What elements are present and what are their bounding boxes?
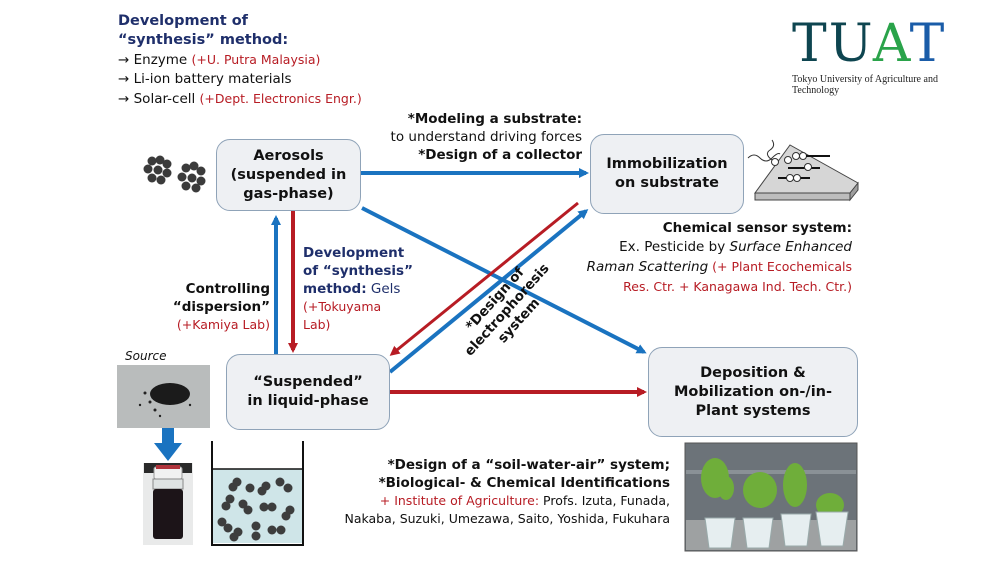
- bottom-line2: *Biological- & Chemical Identifications: [378, 475, 670, 491]
- logo-letter: A: [872, 14, 910, 74]
- bottom-line3: + Institute of Agriculture: Profs. Izuta…: [325, 492, 670, 510]
- gels-line3: method: Gels: [303, 280, 423, 298]
- synthesis-gels-annotation: Development of “synthesis” method: Gels …: [303, 244, 423, 334]
- substrate-sensor-icon: [747, 139, 859, 202]
- aerosols-box: Aerosols (suspended in gas-phase): [216, 139, 361, 211]
- controlling-annotation: Controlling “dispersion” (+Kamiya Lab): [160, 280, 270, 334]
- box-line: Deposition &: [700, 364, 806, 381]
- item-partner: (+U. Putra Malaysia): [191, 52, 321, 67]
- item-text: Enzyme: [133, 52, 192, 68]
- modeling-annotation: *Modeling a substrate: to understand dri…: [370, 110, 582, 164]
- arrow-icon: →: [118, 52, 130, 68]
- box-line: Immobilization: [606, 156, 728, 172]
- box-line: Aerosols: [253, 147, 324, 164]
- soil-water-air-annotation: *Design of a “soil-water-air” system; *B…: [325, 456, 670, 528]
- bottom-line4: Nakaba, Suzuki, Umezawa, Saito, Yoshida,…: [344, 511, 670, 526]
- gels-partner: (+Tokuyama: [303, 299, 382, 314]
- sensor-line2: Raman Scattering (+ Plant Ecochemicals: [560, 257, 852, 277]
- gels-line2: of “synthesis”: [303, 263, 413, 279]
- box-line: Mobilization on-/in-: [673, 383, 833, 400]
- plants-photo: [684, 442, 858, 552]
- arrow-icon: →: [118, 71, 130, 87]
- immobilization-box: Immobilization on substrate: [590, 134, 744, 214]
- controlling-line2: “dispersion”: [172, 299, 270, 315]
- arrow-immobilization-to-suspended: [389, 201, 579, 356]
- source-label: Source: [125, 349, 167, 363]
- sensor-partner: Res. Ctr. + Kanagawa Ind. Tech. Ctr.): [623, 279, 852, 294]
- modeling-line3: *Design of a collector: [418, 147, 582, 163]
- sensor-line1: Ex. Pesticide by Surface Enhanced: [560, 238, 852, 257]
- synthesis-heading-line1: Development of: [118, 13, 248, 29]
- bottom-partner: Institute of Agriculture:: [394, 493, 540, 508]
- controlling-line1: Controlling: [185, 281, 270, 297]
- arrow-icon: →: [118, 91, 130, 107]
- tuat-logo: TUAT Tokyo University of Agriculture and…: [792, 16, 982, 100]
- logo-letter: T: [909, 14, 947, 74]
- sensor-text: Ex. Pesticide by: [619, 239, 730, 255]
- synthesis-item: → Enzyme (+U. Putra Malaysia): [118, 50, 362, 70]
- bottom-plus: +: [379, 493, 395, 508]
- bottom-profs: Profs. Izuta, Funada,: [539, 493, 670, 508]
- synthesis-item: → Li-ion battery materials: [118, 70, 362, 89]
- logo-subtitle: Tokyo University of Agriculture and Tech…: [792, 74, 938, 96]
- box-line: gas-phase): [243, 185, 334, 202]
- beaker-dispersion-icon: [211, 441, 304, 546]
- box-line: “Suspended”: [253, 374, 363, 390]
- modeling-line1: *Modeling a substrate:: [407, 111, 582, 127]
- gels-rest: Gels: [366, 281, 401, 297]
- box-line: on substrate: [615, 175, 719, 191]
- box-line: (suspended in: [230, 166, 347, 183]
- synthesis-item: → Solar-cell (+Dept. Electronics Engr.): [118, 89, 362, 109]
- gels-bold: method:: [303, 281, 367, 297]
- gels-partner: Lab): [303, 317, 331, 332]
- sensor-italic: Surface Enhanced: [729, 239, 853, 255]
- box-line: Plant systems: [695, 402, 811, 419]
- modeling-line2: to understand driving forces: [390, 129, 582, 145]
- aerosol-particles-icon: [143, 155, 206, 193]
- sensor-heading: Chemical sensor system:: [662, 220, 852, 236]
- gels-line1: Development: [303, 245, 405, 261]
- sensor-annotation: Chemical sensor system: Ex. Pesticide by…: [560, 219, 852, 296]
- arrow-source-to-vial-head: [154, 443, 182, 461]
- vial-photo: [143, 463, 193, 545]
- synthesis-heading-line2: “synthesis” method:: [118, 32, 289, 48]
- sensor-italic: Raman Scattering: [586, 259, 709, 275]
- deposition-box: Deposition & Mobilization on-/in- Plant sy…: [648, 347, 858, 437]
- logo-letter: U: [828, 14, 873, 74]
- item-text: Solar-cell: [133, 91, 200, 107]
- synthesis-method-block: Development of “synthesis” method: → Enz…: [118, 12, 362, 109]
- arrow-suspended-to-immobilization: [388, 209, 589, 374]
- arrow-source-to-vial: [162, 428, 174, 444]
- item-text: Li-ion battery materials: [133, 71, 292, 87]
- logo-letter: T: [792, 14, 829, 74]
- logo-letters: TUAT: [792, 16, 982, 72]
- suspended-box: “Suspended” in liquid-phase: [226, 354, 390, 430]
- bottom-line1: *Design of a “soil-water-air” system;: [387, 457, 670, 473]
- source-powder-photo: [117, 365, 210, 428]
- box-line: in liquid-phase: [247, 393, 369, 409]
- sensor-partner: (+ Plant Ecochemicals: [708, 259, 852, 274]
- item-partner: (+Dept. Electronics Engr.): [199, 91, 362, 106]
- controlling-partner: (+Kamiya Lab): [176, 317, 270, 332]
